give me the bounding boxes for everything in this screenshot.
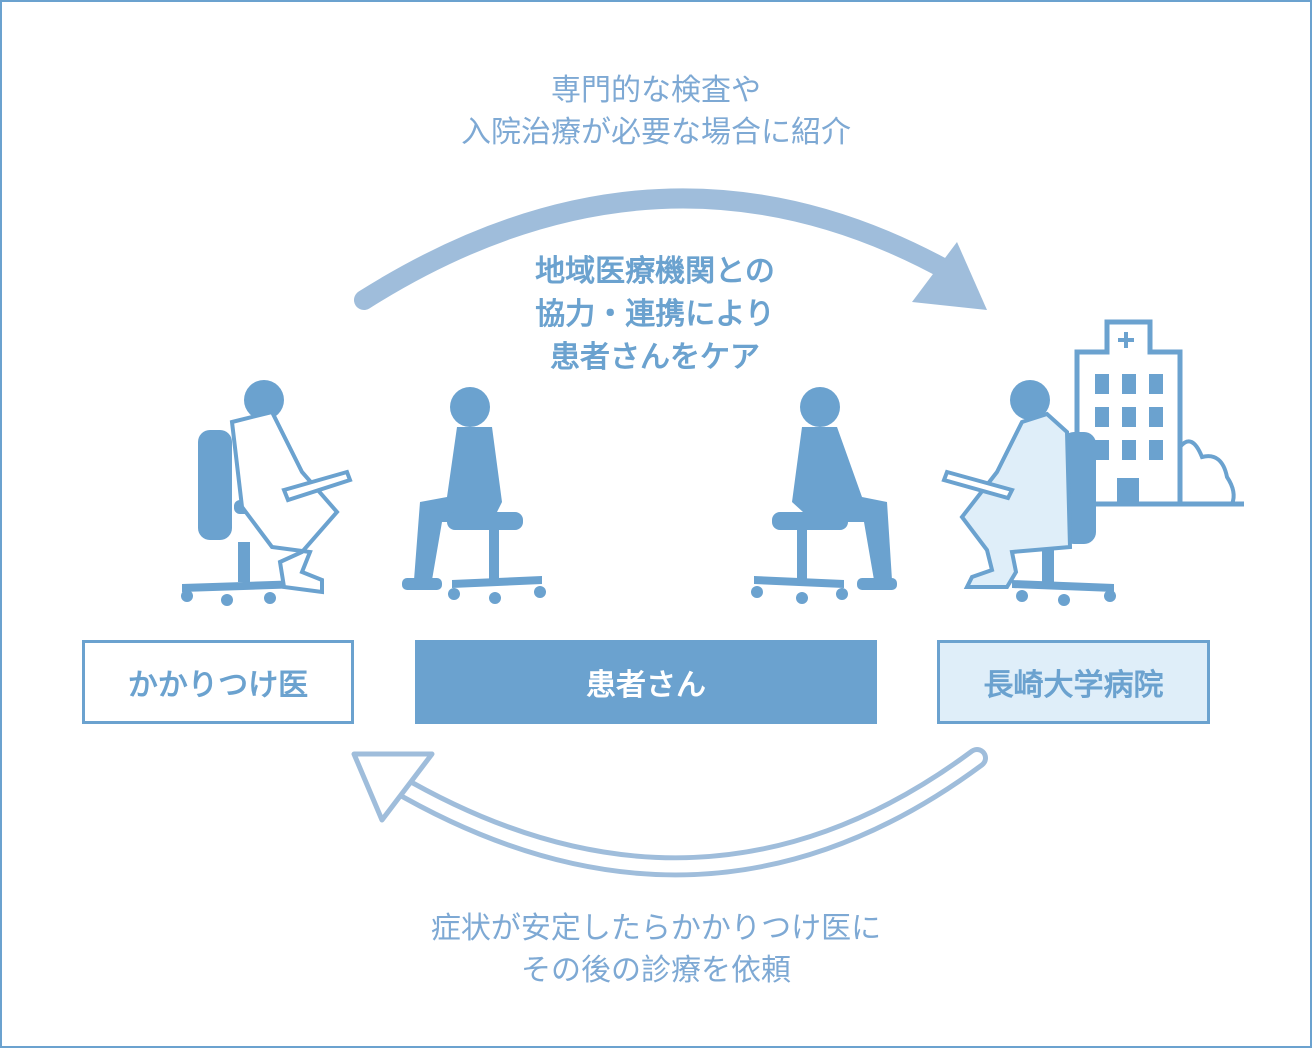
- top-caption-line2: 入院治療が必要な場合に紹介: [461, 115, 851, 150]
- top-caption-line1: 専門的な検査や: [551, 73, 761, 108]
- return-arrow: [351, 747, 988, 878]
- family-doctor-box: かかりつけ医: [82, 640, 354, 724]
- patient-figure-left: [402, 387, 546, 604]
- center-text-line2: 協力・連携により: [535, 297, 775, 332]
- bottom-caption: 症状が安定したらかかりつけ医に その後の診療を依頼: [2, 908, 1310, 992]
- top-caption: 専門的な検査や 入院治療が必要な場合に紹介: [2, 70, 1310, 154]
- referral-arrow: [354, 188, 987, 310]
- patient-figure-right: [751, 387, 897, 604]
- patient-box: 患者さん: [415, 640, 877, 724]
- hospital-label: 長崎大学病院: [983, 668, 1164, 703]
- center-text-line3: 患者さんをケア: [550, 340, 760, 375]
- patient-label: 患者さん: [586, 668, 706, 703]
- bottom-caption-line1: 症状が安定したらかかりつけ医に: [430, 911, 882, 946]
- family-doctor-label: かかりつけ医: [127, 668, 309, 703]
- center-text-line1: 地域医療機関との: [535, 254, 775, 289]
- hospital-box: 長崎大学病院: [937, 640, 1210, 724]
- center-text: 地域医療機関との 協力・連携により 患者さんをケア: [455, 250, 855, 379]
- family-doctor-figure: [181, 380, 353, 606]
- hospital-building-icon: [1074, 319, 1244, 507]
- bottom-caption-line2: その後の診療を依頼: [521, 953, 791, 988]
- hospital-doctor-figure: [941, 380, 1116, 606]
